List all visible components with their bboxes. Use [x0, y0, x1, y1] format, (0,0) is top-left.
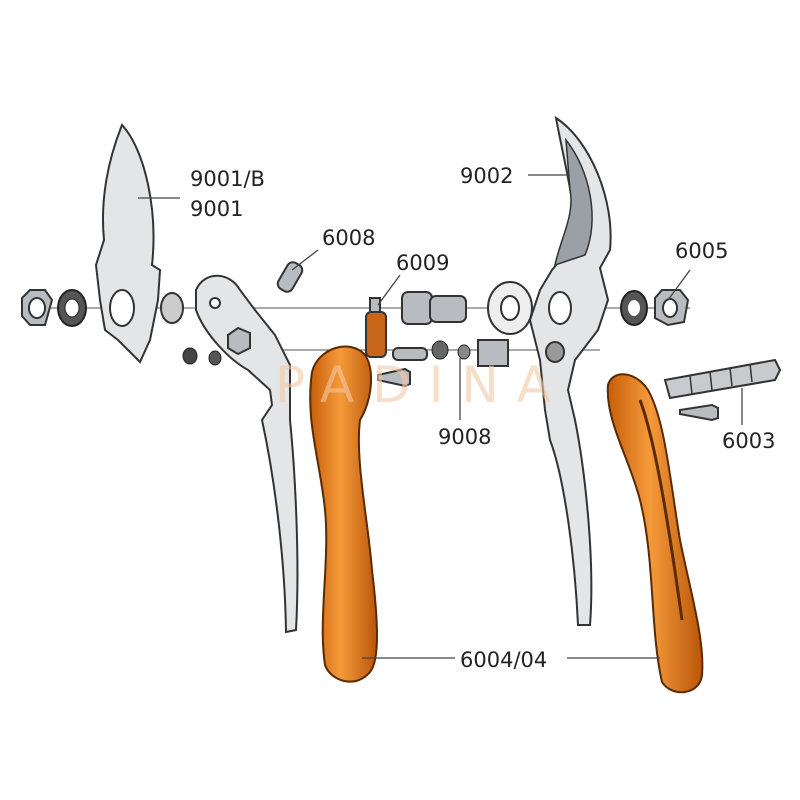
bolt-small [431, 340, 449, 360]
label-9001b: 9001/B [190, 167, 265, 191]
washer-left [57, 289, 87, 327]
grip-screw-left [377, 367, 411, 388]
blade-9001 [94, 123, 162, 364]
nut-tiny [182, 347, 198, 365]
handle-left-metal [195, 274, 299, 634]
label-9001: 9001 [190, 197, 243, 221]
washer-center [487, 281, 533, 335]
watermark: PADINA [275, 356, 569, 414]
washer-right [620, 290, 648, 326]
latch-6009 [365, 297, 387, 358]
bushing-left [160, 292, 184, 324]
label-6008: 6008 [322, 226, 375, 250]
label-6009: 6009 [396, 251, 449, 275]
screw-latch [392, 347, 428, 361]
nut-6005 [654, 289, 690, 327]
washer-tiny [208, 350, 222, 366]
pivot-bolt [401, 291, 467, 325]
grip-left-6004 [309, 345, 378, 683]
label-9008: 9008 [438, 425, 491, 449]
label-6004-04: 6004/04 [460, 648, 547, 672]
nut-small [227, 326, 251, 356]
bumper-9008 [477, 339, 509, 367]
blade-pivot-hole [109, 289, 135, 327]
nut-left [21, 289, 54, 326]
grip-screw-right [679, 403, 719, 422]
label-6005: 6005 [675, 239, 728, 263]
label-9002: 9002 [460, 164, 513, 188]
spring-pin-6008 [276, 261, 304, 293]
washer-small [457, 344, 471, 360]
label-6003: 6003 [722, 429, 775, 453]
grip-right-6004 [606, 373, 704, 694]
spring-6003 [663, 358, 782, 400]
